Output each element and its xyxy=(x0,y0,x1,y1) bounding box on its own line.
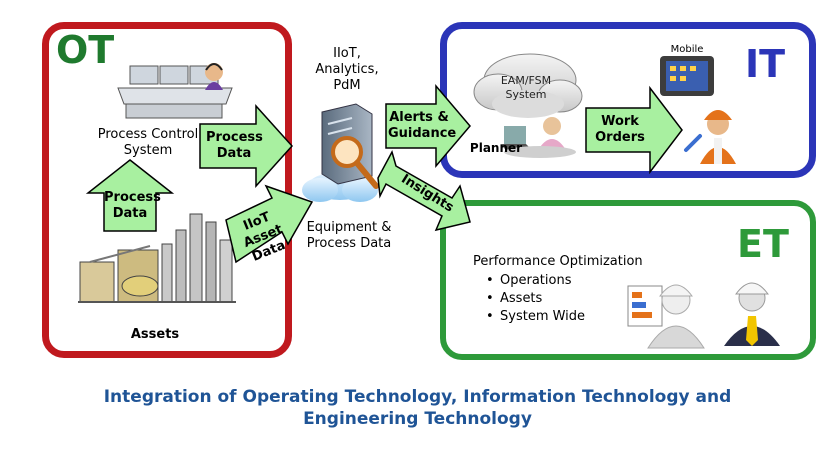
engineer-with-tie-icon xyxy=(724,282,780,346)
arrow-work-orders-label: Work Orders xyxy=(595,114,645,145)
arrow-process-data-up-label: Process Data xyxy=(104,190,161,221)
equipment-process-data-label: Equipment & Process Data xyxy=(306,220,392,251)
mobile-tablet-icon xyxy=(660,56,714,96)
eam-cloud-icon xyxy=(473,53,583,118)
arrow-insights xyxy=(377,150,471,232)
refinery-assets-icon xyxy=(78,213,236,303)
ot-panel xyxy=(42,22,292,358)
analytics-server-icon xyxy=(302,103,379,202)
list-item: Operations xyxy=(486,272,585,290)
performance-optimization-heading: Performance Optimization xyxy=(473,254,643,269)
assets-label: Assets xyxy=(130,327,180,342)
eam-fsm-label: EAM/FSM System xyxy=(500,74,552,101)
performance-list: Operations Assets System Wide xyxy=(486,272,585,326)
arrow-process-data-right xyxy=(199,104,294,188)
it-title: IT xyxy=(745,42,786,86)
list-item: Assets xyxy=(486,290,585,308)
arrow-process-data-up xyxy=(85,159,175,232)
ot-title: OT xyxy=(56,28,115,72)
caption-line-2: Engineering Technology xyxy=(303,409,532,429)
caption-line-1: Integration of Operating Technology, Inf… xyxy=(103,387,732,407)
et-panel xyxy=(440,200,816,360)
arrow-iiot-asset-data xyxy=(225,184,314,264)
arrow-process-data-right-label: Process Data xyxy=(206,130,263,161)
mobile-label: Mobile xyxy=(670,44,704,55)
control-room-icon xyxy=(117,63,233,119)
planner-icon xyxy=(500,117,576,158)
arrow-work-orders xyxy=(585,85,683,175)
et-title: ET xyxy=(737,222,789,266)
process-control-system-label: Process Control System xyxy=(97,127,199,158)
iiot-analytics-label: IIoT, Analytics, PdM xyxy=(315,46,379,93)
engineer-with-chart-icon xyxy=(627,284,705,349)
field-worker-icon xyxy=(684,110,736,164)
planner-label: Planner xyxy=(469,141,523,155)
list-item: System Wide xyxy=(486,308,585,326)
arrow-alerts-guidance xyxy=(385,83,471,169)
arrow-alerts-guidance-label: Alerts & Guidance xyxy=(388,110,457,141)
